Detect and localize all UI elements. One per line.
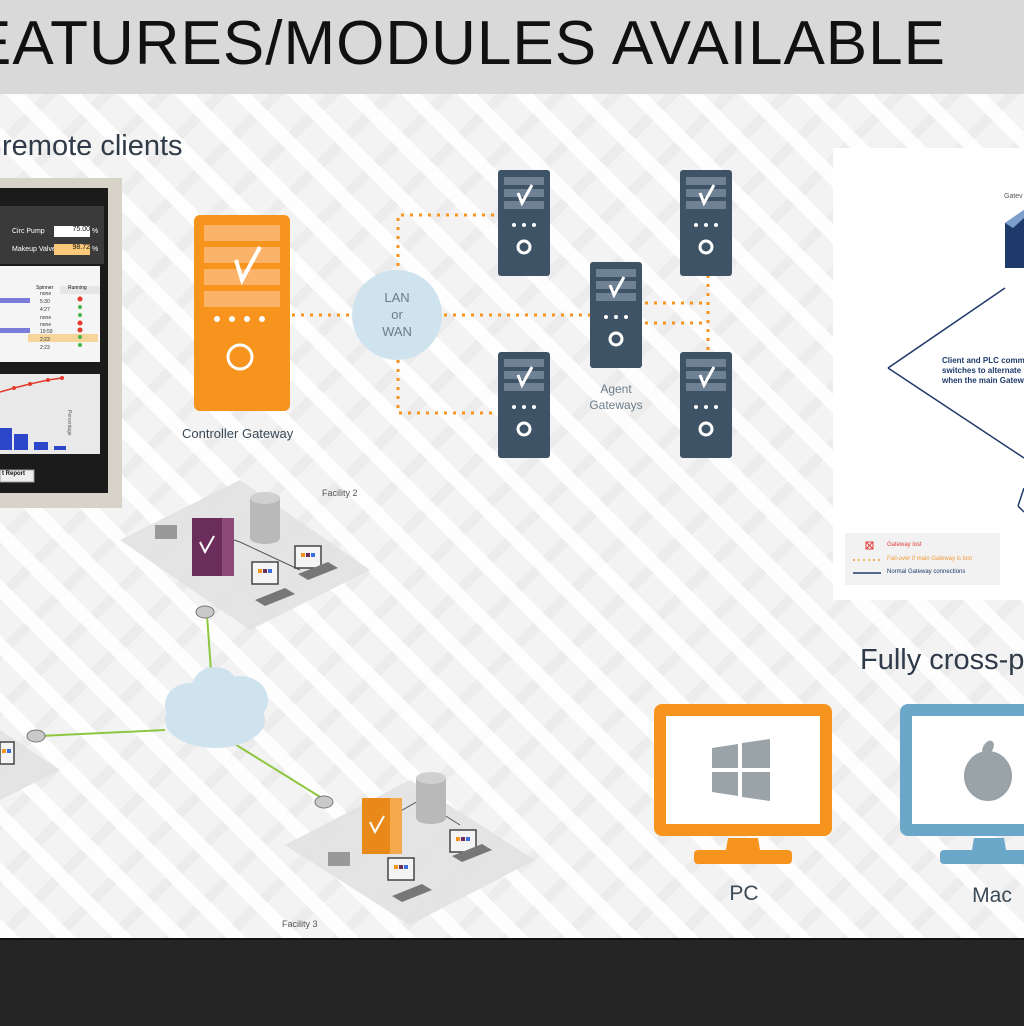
makeup-valve-label: Makeup Valve xyxy=(12,246,56,253)
table-cell: 19:59 xyxy=(40,329,53,335)
mac-monitor xyxy=(900,704,1024,864)
agent-server-group xyxy=(498,170,732,458)
remote-clients-heading: remote clients xyxy=(2,130,183,162)
circ-pump-label: Circ Pump xyxy=(12,228,45,235)
network-label-line2: or xyxy=(391,307,403,322)
apple-icon xyxy=(964,740,1012,801)
mac-label: Mac xyxy=(972,884,1012,907)
table-header-spinner: Spinner xyxy=(36,285,54,291)
table-cell: none xyxy=(40,291,52,297)
makeup-valve-unit: % xyxy=(92,246,99,253)
facility-network-diagram xyxy=(0,480,535,925)
facility3-label: Facility 3 xyxy=(282,919,318,929)
pc-label: PC xyxy=(729,882,759,905)
bottom-bar xyxy=(0,938,1024,1026)
cross-platform-heading: Fully cross-p xyxy=(860,644,1024,676)
slide: EATURES/MODULES AVAILABLE remote clients… xyxy=(0,0,1024,938)
pc-monitor xyxy=(654,704,832,864)
network-label-line3: WAN xyxy=(382,324,412,339)
report-button[interactable]: t Report xyxy=(2,471,25,477)
makeup-valve-value[interactable]: 98.72 xyxy=(54,244,90,255)
agent-label-line1: Agent xyxy=(600,382,632,396)
table-cell: 2:23 xyxy=(40,337,50,343)
remote-client-screen xyxy=(0,178,122,508)
circ-pump-value[interactable]: 75.00 xyxy=(54,226,90,237)
gateway-network-diagram xyxy=(194,170,732,458)
slide-title: EATURES/MODULES AVAILABLE xyxy=(0,9,946,78)
circ-pump-unit: % xyxy=(92,228,99,235)
table-header-running: Running xyxy=(68,285,87,291)
table-cell: none xyxy=(40,322,52,328)
table-cell: 4:27 xyxy=(40,307,50,313)
legend-gateway-lost: Gateway lost xyxy=(887,542,922,548)
windows-icon xyxy=(712,739,770,801)
controller-gateway-label: Controller Gateway xyxy=(182,426,294,441)
network-label-line1: LAN xyxy=(384,290,410,305)
legend-failover: Fail-over if main Gateway is lost xyxy=(887,556,973,562)
redundancy-text-line1: Client and PLC commu xyxy=(942,356,1024,365)
redundancy-top-label: Gatev xyxy=(1004,193,1023,200)
legend-normal-connections: Normal Gateway connections xyxy=(887,569,966,575)
axis-label: Percentage xyxy=(66,410,72,436)
table-cell: 5:30 xyxy=(40,299,50,305)
title-bar: EATURES/MODULES AVAILABLE xyxy=(0,0,1024,94)
redundancy-text-line2: switches to alternate xyxy=(942,366,1022,375)
agent-label-line2: Gateways xyxy=(589,398,643,412)
table-cell: 2:23 xyxy=(40,345,50,351)
table-cell: none xyxy=(40,315,52,321)
redundancy-text-line3: when the main Gatew xyxy=(942,376,1024,385)
redundancy-diagram xyxy=(833,148,1024,600)
facility2-label: Facility 2 xyxy=(322,488,358,498)
